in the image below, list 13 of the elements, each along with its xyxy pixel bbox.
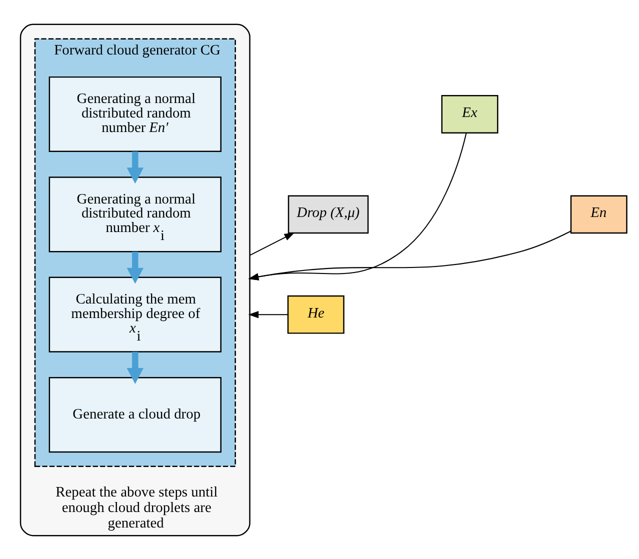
node-box: Drop (X,μ) xyxy=(288,194,369,234)
node-box: He xyxy=(287,294,344,334)
arrow xyxy=(126,351,144,384)
node-box: Generating a normal distributed random number En′ xyxy=(48,76,222,152)
arrow xyxy=(248,310,288,318)
arrow xyxy=(126,151,144,184)
arrow xyxy=(126,251,144,284)
node-box: En xyxy=(570,194,628,234)
arrow xyxy=(248,132,467,280)
node-box: Ex xyxy=(441,94,498,133)
arrow xyxy=(250,232,295,256)
node-box: Generate a cloud drop xyxy=(48,376,222,452)
arrow xyxy=(248,230,571,280)
